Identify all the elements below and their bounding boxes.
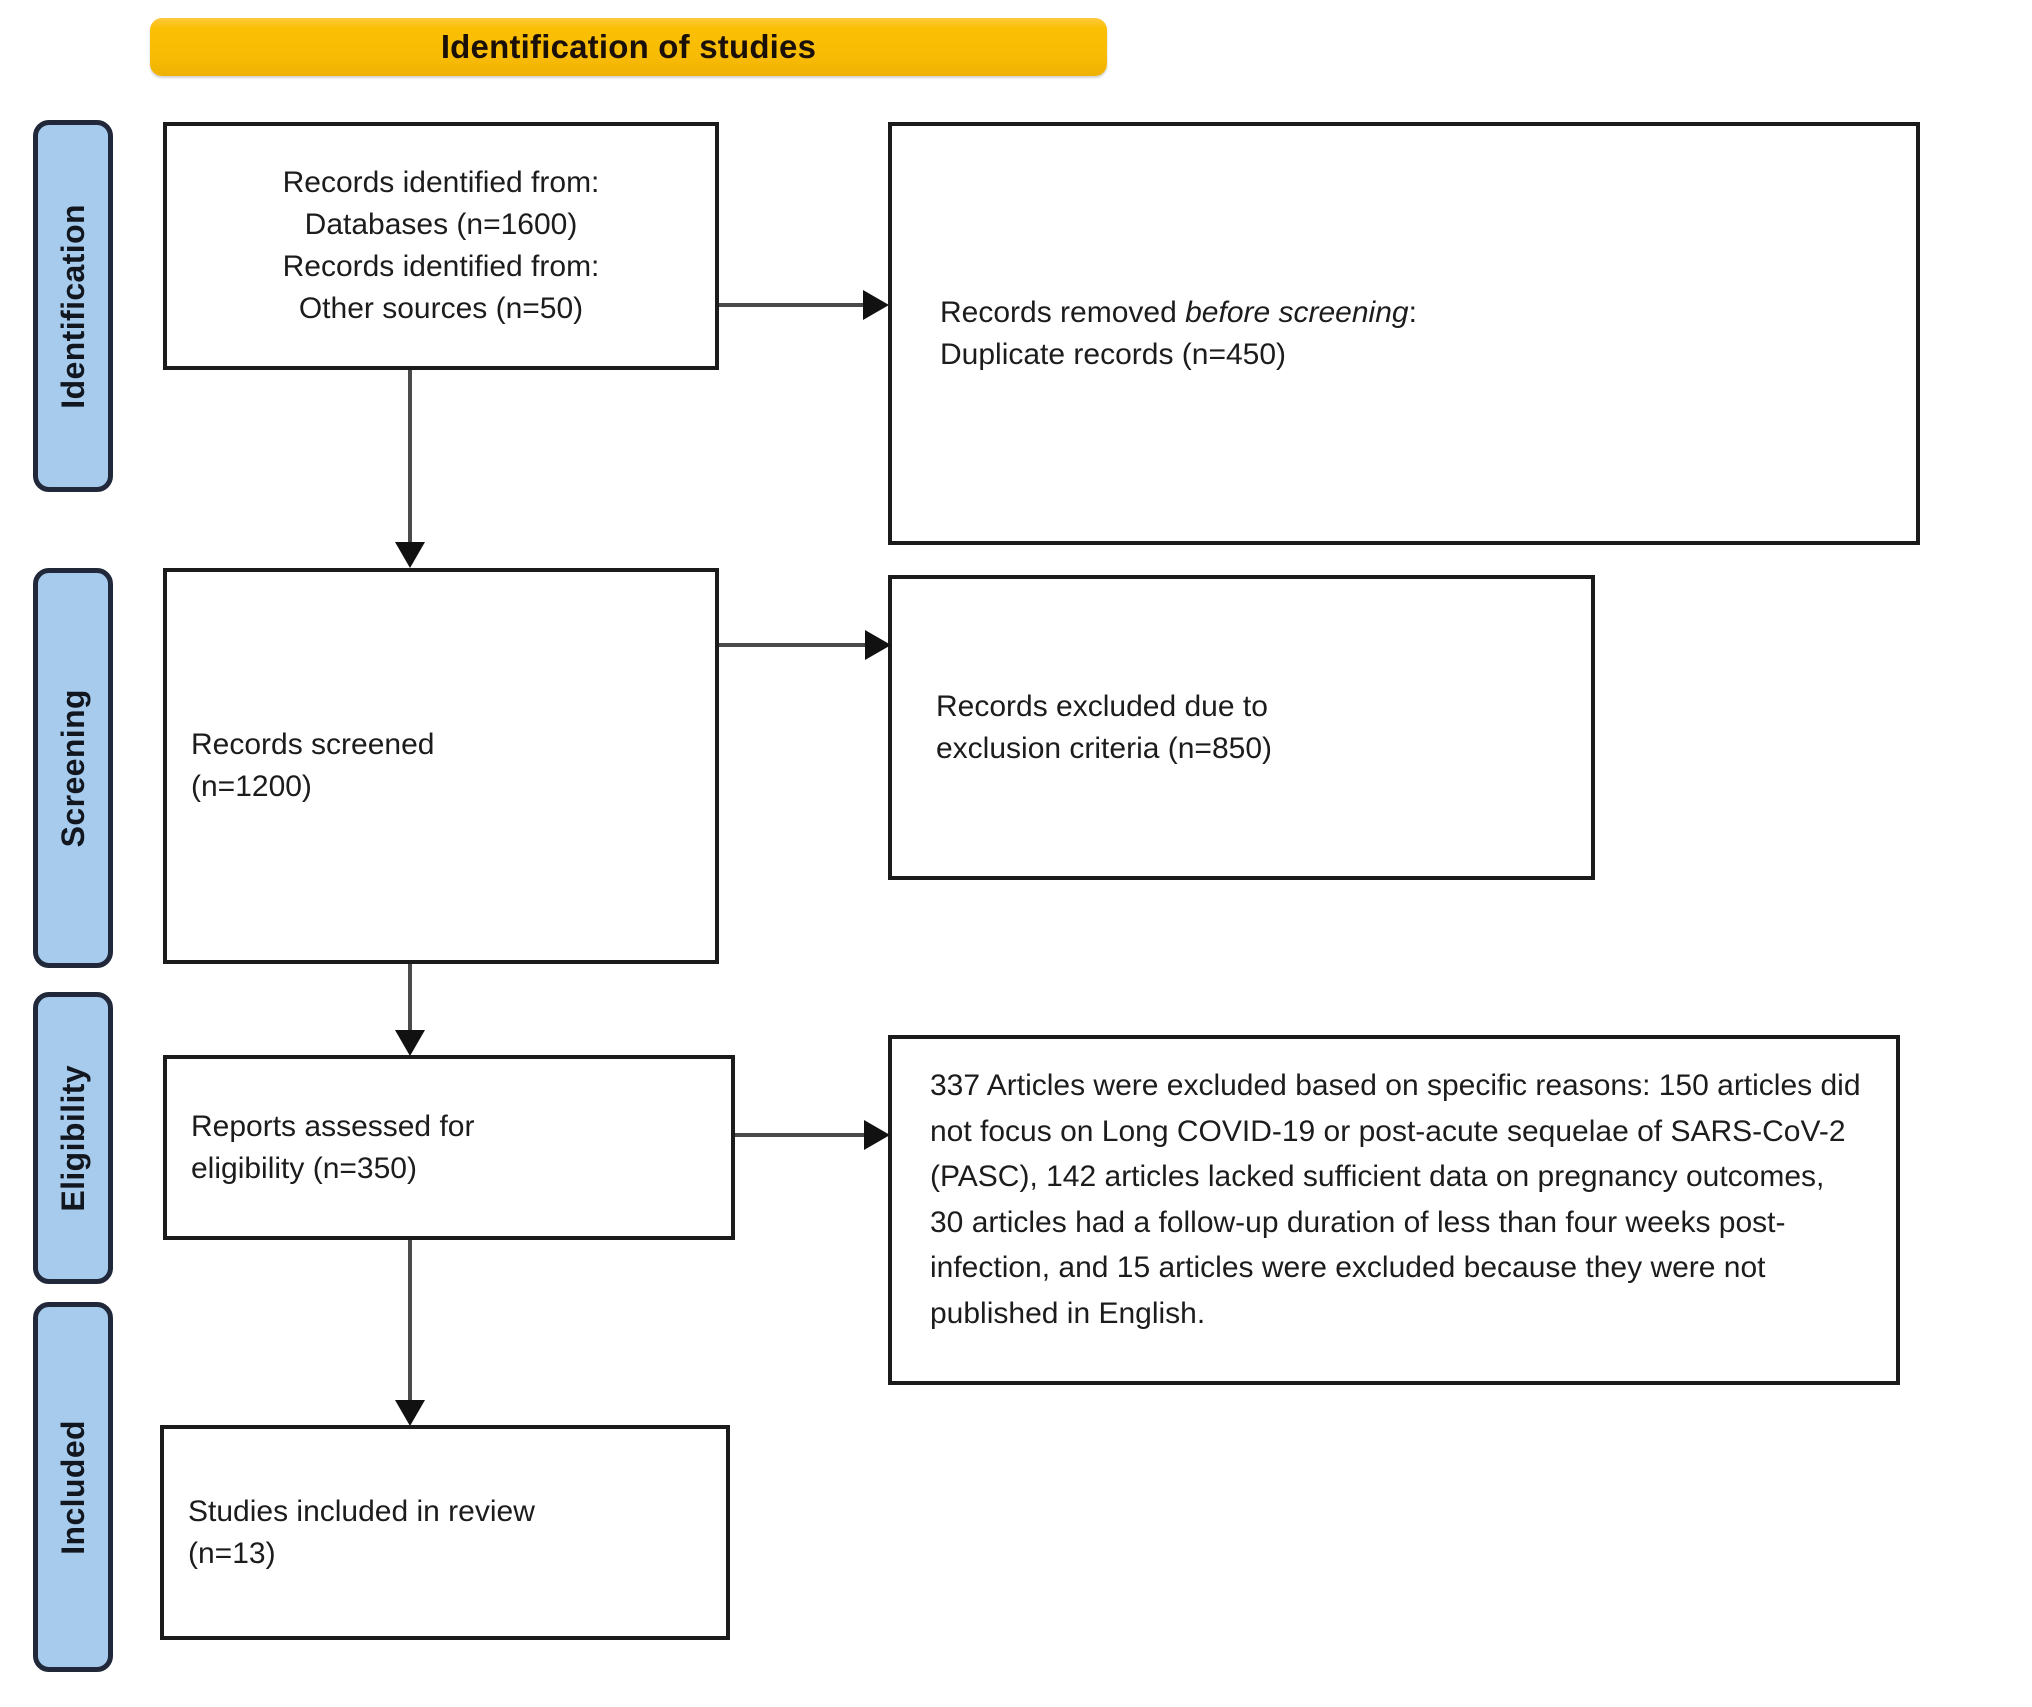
arrow-head-icon <box>395 542 425 568</box>
arrow-screened-to-reports <box>393 964 427 1056</box>
identification-banner: Identification of studies <box>150 18 1107 76</box>
records-removed-text: Records removed before screening: Duplic… <box>892 292 1417 376</box>
records-removed-trail: : Duplicate records (n=450) <box>940 295 1417 371</box>
arrow-head-icon <box>395 1030 425 1056</box>
stage-label-eligibility: Eligibility <box>54 1064 91 1212</box>
arrow-reports-to-included <box>393 1240 427 1426</box>
box-records-removed: Records removed before screening: Duplic… <box>888 122 1920 545</box>
stage-pill-screening: Screening <box>33 568 113 968</box>
exclusion-reasons-text: 337 Articles were excluded based on spec… <box>930 1069 1861 1330</box>
banner-title: Identification of studies <box>440 28 817 65</box>
arrow-identified-to-screened <box>393 370 427 568</box>
arrow-identified-to-removed <box>719 288 889 322</box>
box-records-screened: Records screened (n=1200) <box>163 568 719 964</box>
studies-included-text: Studies included in review (n=13) <box>188 1494 535 1570</box>
records-removed-lead: Records removed <box>940 295 1186 329</box>
records-screened-text: Records screened (n=1200) <box>191 728 435 803</box>
box-reports-assessed: Reports assessed for eligibility (n=350) <box>163 1055 735 1240</box>
stage-label-identification: Identification <box>54 203 91 409</box>
stage-pill-identification: Identification <box>33 120 113 492</box>
arrow-head-icon <box>864 1120 890 1150</box>
arrow-reports-to-reasons <box>735 1118 890 1152</box>
arrow-shaft <box>735 1133 868 1137</box>
stage-label-included: Included <box>54 1419 91 1555</box>
reports-assessed-text: Reports assessed for eligibility (n=350) <box>191 1109 475 1185</box>
arrow-head-icon <box>865 630 891 660</box>
stage-pill-included: Included <box>33 1302 113 1672</box>
arrow-shaft <box>408 1240 412 1404</box>
box-studies-included: Studies included in review (n=13) <box>160 1425 730 1640</box>
box-exclusion-reasons: 337 Articles were excluded based on spec… <box>888 1035 1900 1385</box>
box-records-identified: Records identified from: Databases (n=16… <box>163 122 719 370</box>
box-records-excluded: Records excluded due to exclusion criter… <box>888 575 1595 880</box>
arrow-head-icon <box>863 290 889 320</box>
records-excluded-text: Records excluded due to exclusion criter… <box>936 689 1272 765</box>
arrow-shaft <box>408 964 412 1034</box>
stage-pill-eligibility: Eligibility <box>33 992 113 1284</box>
stage-label-screening: Screening <box>54 688 91 848</box>
records-removed-emphasis: before screening <box>1185 295 1409 329</box>
arrow-head-icon <box>395 1400 425 1426</box>
arrow-shaft <box>719 303 867 307</box>
arrow-shaft <box>719 643 869 647</box>
arrow-screened-to-excluded <box>719 628 891 662</box>
records-identified-text: Records identified from: Databases (n=16… <box>282 166 600 325</box>
arrow-shaft <box>408 370 412 546</box>
